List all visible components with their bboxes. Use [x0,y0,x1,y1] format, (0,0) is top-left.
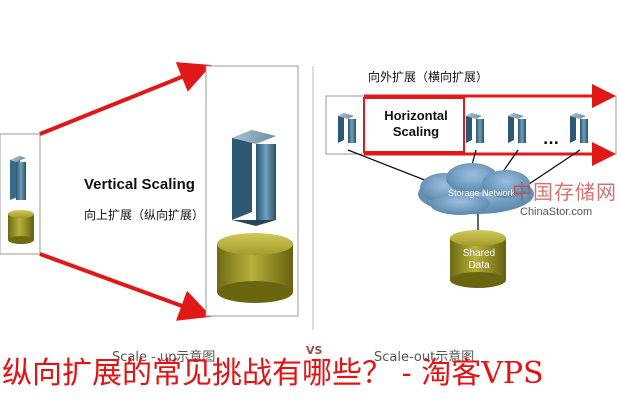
shared-data-label: Shared Data [462,248,496,271]
network-links [347,149,581,232]
row-server-icon-3 [508,113,526,143]
expansion-arrow-top [39,62,212,136]
row-server-icon-4 [570,113,588,143]
small-disk-icon [8,210,34,244]
versus-mark: VS [306,344,323,357]
storage-network-label: Storage Network [448,188,516,198]
vertical-scaling-subtitle: 向上扩展（纵向扩展） [84,208,205,222]
chinastor-logo-text: ChinaStor.com [520,206,593,218]
expansion-arrow-bottom [39,252,212,321]
large-server-icon [232,130,276,226]
more-servers-ellipsis: ... [543,132,559,148]
chinastor-logo: 中国存储网 [512,180,617,204]
storage-cloud-icon [418,163,534,215]
scale-up-caption: Scale - up示意图 [112,350,216,365]
scale-out-caption: Scale-out示意图 [374,350,475,365]
vertical-scaling-title: Vertical Scaling [84,176,195,193]
small-server-icon [10,156,26,200]
row-server-icon-1 [338,113,356,143]
shared-disk-icon [450,230,506,288]
row-server-icon-2 [466,113,484,143]
horizontal-scaling-header: 向外扩展（横向扩展） [368,70,489,84]
large-disk-icon [217,233,293,303]
horizontal-scaling-title: Horizontal Scaling [384,108,448,139]
article-title-overlay: 纵向扩展的常见挑战有哪些？ - 淘客VPS [2,356,544,391]
horizontal-label-box [363,97,465,153]
